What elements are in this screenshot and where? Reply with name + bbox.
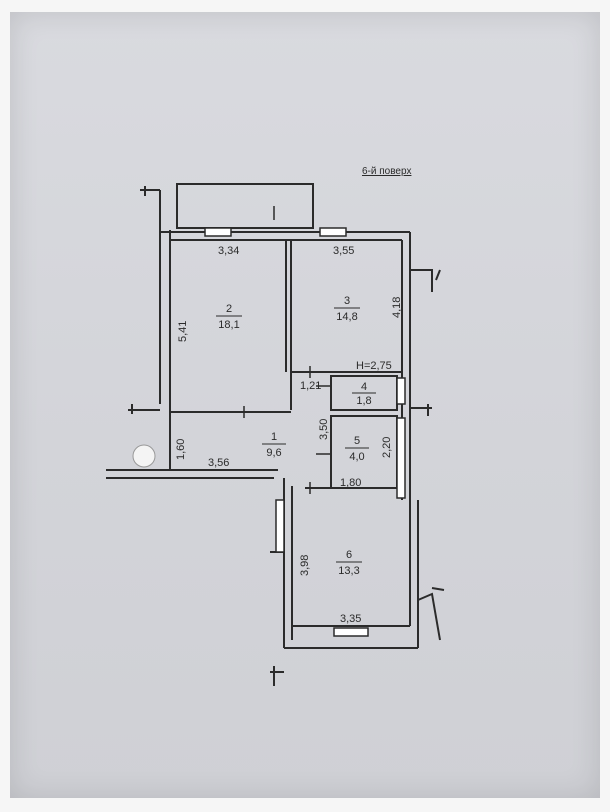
room-6-number: 6 — [346, 549, 352, 561]
vent-5 — [396, 417, 406, 499]
room-1-area: 9,6 — [266, 447, 281, 459]
dim-room4-width: 1,21 — [300, 380, 321, 392]
dim-room6-width: 3,35 — [340, 613, 361, 625]
room-3-number: 3 — [344, 295, 350, 307]
room-2-number: 2 — [226, 303, 232, 315]
ceiling-height: H=2,75 — [356, 360, 392, 372]
floor-label: 6-й поверх — [362, 166, 411, 177]
wall-stub-top-left — [140, 186, 160, 196]
wall-stub-right — [410, 269, 441, 292]
balcony — [176, 183, 314, 229]
dim-room2-height: 5,41 — [177, 321, 189, 342]
window-room6 — [333, 627, 369, 637]
wall-stub-bottom-left — [270, 666, 284, 686]
dim-room5-height: 3,50 — [318, 419, 330, 440]
room-5-area: 4,0 — [349, 451, 364, 463]
entrance-mark — [132, 444, 156, 468]
room-3-area: 14,8 — [336, 311, 357, 323]
wall-stub-right-2 — [410, 404, 432, 416]
dim-corridor-width: 3,56 — [208, 457, 229, 469]
dim-room6-height: 3,98 — [299, 555, 311, 576]
dim-corridor-height: 1,60 — [175, 439, 187, 460]
vent-4 — [396, 377, 406, 405]
room-4-area: 1,8 — [356, 395, 371, 407]
room-6-area: 13,3 — [338, 565, 359, 577]
room-1-number: 1 — [271, 431, 277, 443]
wall-stub-left — [128, 404, 160, 414]
paper-sheet — [10, 12, 600, 798]
room-4-number: 4 — [361, 381, 367, 393]
wall-stub-bottom-right — [417, 587, 445, 641]
window-room3 — [319, 227, 347, 237]
dim-room3-width: 3,55 — [333, 245, 354, 257]
dim-wc-height: 2,20 — [381, 437, 393, 458]
room-2-area: 18,1 — [218, 319, 239, 331]
dim-room5-width: 1,80 — [340, 477, 361, 489]
dim-room3-height: 4,18 — [391, 297, 403, 318]
room-5-number: 5 — [354, 435, 360, 447]
window-room2 — [204, 227, 232, 237]
dim-room2-width: 3,34 — [218, 245, 239, 257]
window-room6-side — [275, 499, 285, 553]
